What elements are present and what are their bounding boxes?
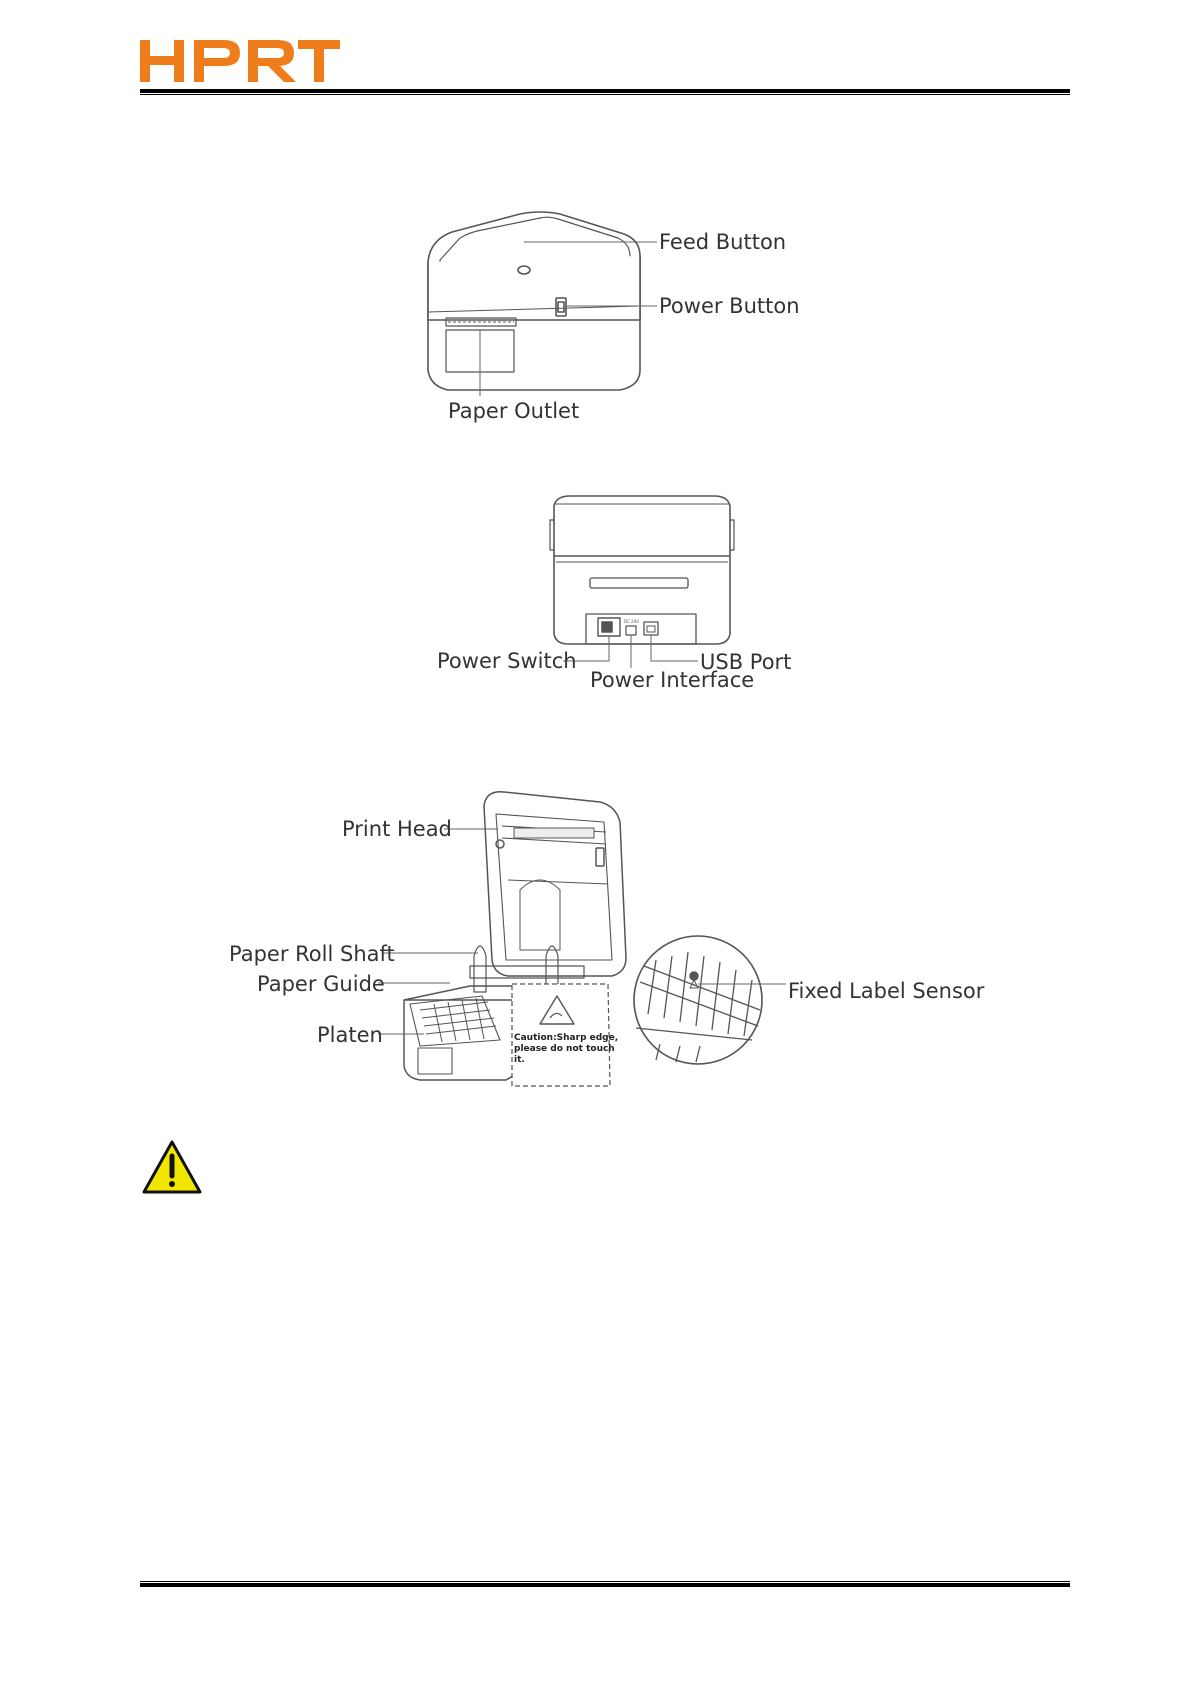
caution-line-1: Caution:Sharp edge, <box>514 1033 618 1044</box>
label-usb-port: USB Port <box>700 652 791 673</box>
footer-rule <box>140 1581 1070 1587</box>
label-print-head: Print Head <box>342 819 452 840</box>
caution-line-3: it. <box>514 1055 618 1066</box>
hprt-logo <box>140 38 340 84</box>
warning-triangle-icon <box>142 1140 202 1194</box>
label-power-switch: Power Switch <box>437 651 577 672</box>
label-feed-button: Feed Button <box>659 232 786 253</box>
label-paper-guide: Paper Guide <box>257 974 385 995</box>
label-paper-roll-shaft: Paper Roll Shaft <box>229 944 395 965</box>
caution-line-2: please do not touch <box>514 1044 618 1055</box>
caution-text: Caution:Sharp edge, please do not touch … <box>514 1033 618 1066</box>
label-platen: Platen <box>317 1025 383 1046</box>
label-fixed-label-sensor: Fixed Label Sensor <box>788 981 984 1002</box>
label-power-button: Power Button <box>659 296 800 317</box>
header-rule <box>140 89 1070 95</box>
label-paper-outlet: Paper Outlet <box>448 401 579 422</box>
svg-text:DC 24V: DC 24V <box>624 619 639 624</box>
